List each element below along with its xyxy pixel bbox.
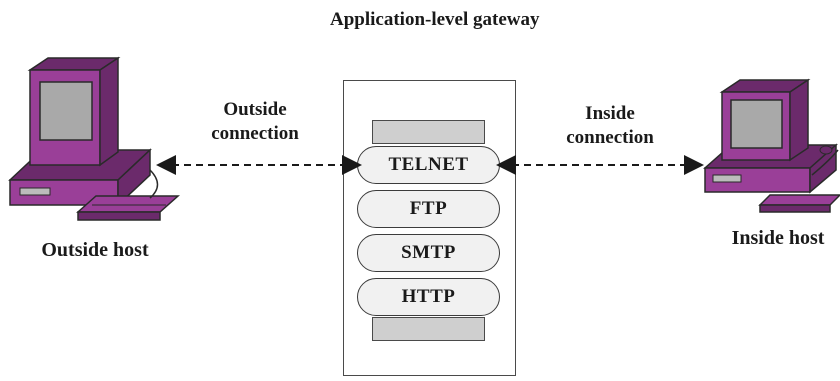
protocol-ftp: FTP — [357, 190, 500, 228]
gateway-shade-bottom — [372, 317, 485, 341]
protocol-telnet: TELNET — [357, 146, 500, 184]
outside-host-computer-icon — [8, 56, 180, 221]
outside-connection-text: Outside connection — [211, 99, 299, 144]
protocol-http: HTTP — [357, 278, 500, 316]
inside-host-computer-icon — [703, 78, 840, 213]
outside-connection-label: Outside connection — [185, 98, 325, 146]
outside-host-label: Outside host — [41, 239, 149, 261]
inside-connection-text: Inside connection — [566, 103, 654, 148]
inside-host-label: Inside host — [731, 227, 825, 249]
gateway-title: Application-level gateway — [330, 8, 540, 32]
protocol-smtp: SMTP — [357, 234, 500, 272]
gateway-shade-top — [372, 120, 485, 144]
inside-connection-label: Inside connection — [540, 102, 680, 150]
gateway-title-text: Application-level gateway — [330, 9, 540, 30]
